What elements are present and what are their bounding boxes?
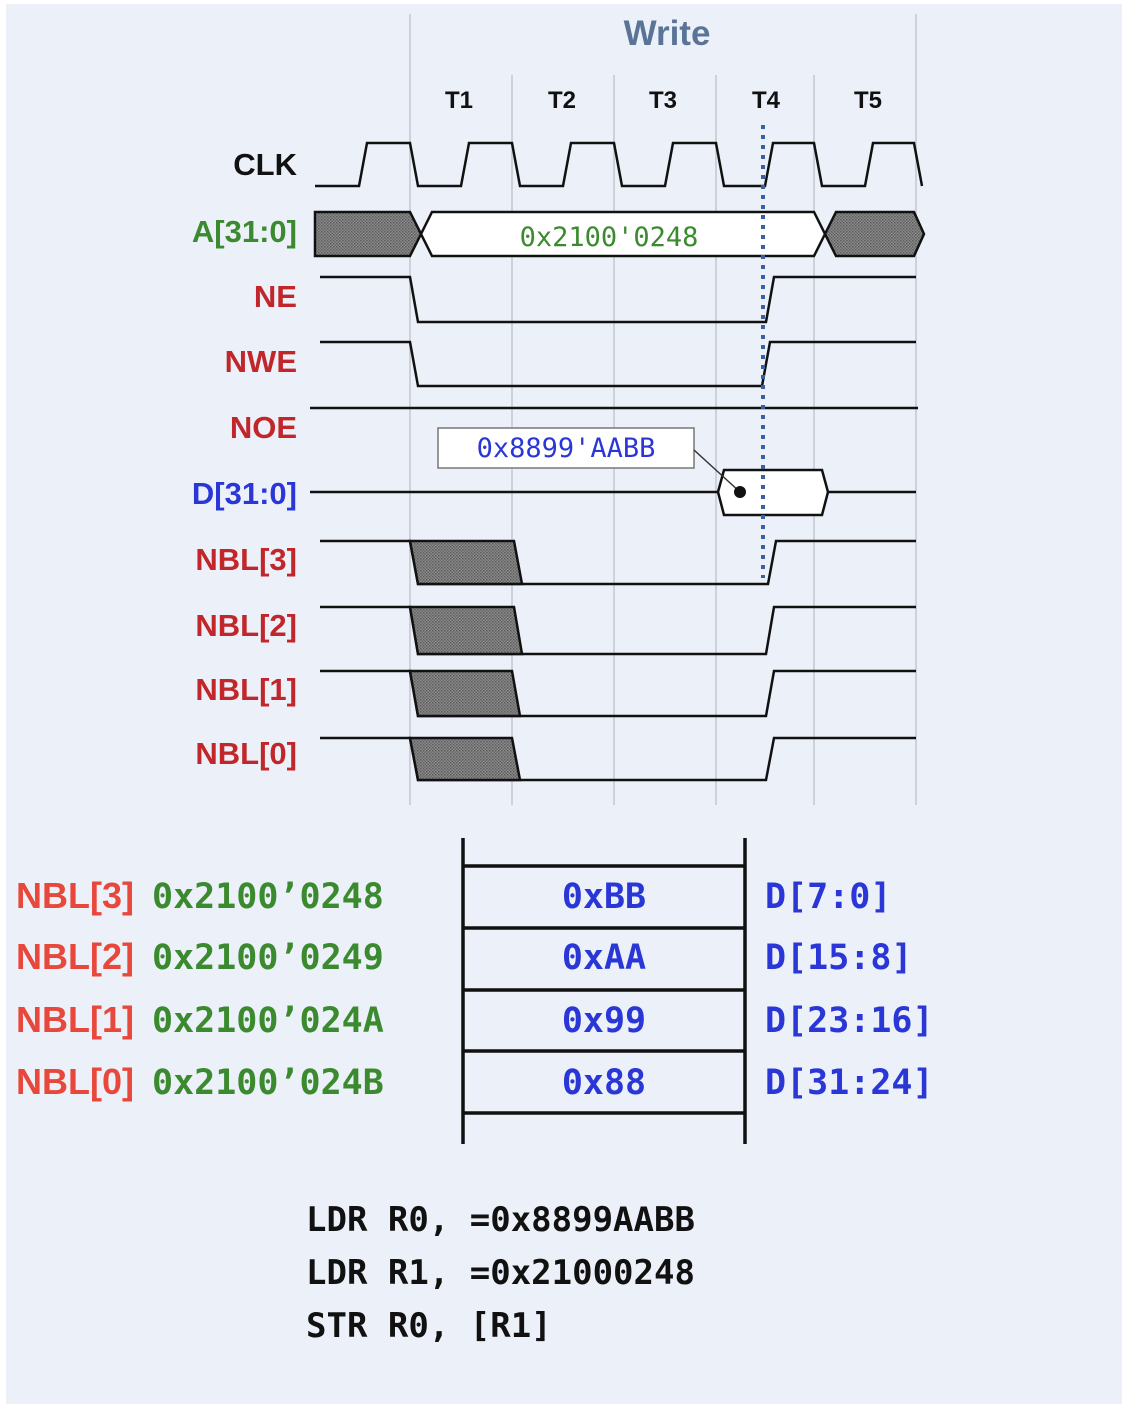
map-row-nbl1-byte: 0x99 — [562, 1001, 646, 1041]
phase-label-t5: T5 — [854, 87, 882, 114]
memory-map-rows: NBL[3] 0x2100’0248 0xBB D[7:0] NBL[2] 0x… — [16, 875, 934, 1103]
signal-label-nbl1: NBL[1] — [195, 672, 297, 707]
map-row-nbl3-address: 0x2100’0248 — [152, 877, 384, 917]
map-row-nbl2-label: NBL[2] — [16, 936, 134, 977]
write-phase-title: Write — [624, 14, 711, 53]
map-row-nbl0-bits: D[31:24] — [765, 1063, 934, 1103]
data-callout-value: 0x8899'AABB — [477, 433, 656, 464]
nbl3-waveform — [320, 539, 916, 586]
signal-label-nbl3: NBL[3] — [195, 542, 297, 577]
address-invalid-before — [313, 210, 423, 258]
nbl2-waveform — [320, 605, 916, 656]
phase-label-t2: T2 — [548, 87, 576, 114]
signal-label-noe: NOE — [230, 410, 297, 445]
nbl1-transition — [408, 669, 522, 718]
data-callout-leader — [693, 449, 741, 493]
data-callout-dot — [734, 486, 746, 498]
code-line-2: LDR R1, =0x21000248 — [306, 1253, 695, 1293]
map-row-nbl1-bits: D[23:16] — [765, 1001, 934, 1041]
data-callout-box — [437, 427, 695, 469]
nbl2-transition — [408, 605, 524, 656]
ne-waveform — [320, 275, 916, 324]
waveforms — [310, 141, 926, 782]
map-row-nbl2-bits: D[15:8] — [765, 938, 913, 978]
map-row-nbl0-label: NBL[0] — [16, 1061, 134, 1102]
nbl0-transition — [408, 736, 522, 782]
memory-table — [461, 838, 747, 1144]
map-row-nbl2-byte: 0xAA — [562, 938, 646, 978]
address-bus-value: 0x2100'0248 — [520, 222, 699, 253]
signal-label-nwe: NWE — [225, 344, 297, 379]
map-row-nbl0-address: 0x2100’024B — [152, 1063, 384, 1103]
signal-label-ne: NE — [254, 279, 297, 314]
map-row-nbl2-address: 0x2100’0249 — [152, 938, 384, 978]
map-row-nbl1-address: 0x2100’024A — [152, 1001, 384, 1041]
phase-label-t4: T4 — [752, 87, 781, 114]
signal-label-nbl2: NBL[2] — [195, 608, 297, 643]
nbl3-transition — [408, 539, 524, 586]
nbl1-waveform — [320, 669, 916, 718]
signal-labels: CLK A[31:0] NE NWE NOE D[31:0] NBL[3] NB… — [192, 147, 298, 771]
code-line-1: LDR R0, =0x8899AABB — [306, 1200, 695, 1240]
map-row-nbl3-bits: D[7:0] — [765, 877, 891, 917]
phase-label-t1: T1 — [445, 87, 473, 114]
phase-label-t3: T3 — [649, 87, 677, 114]
nbl0-waveform — [320, 736, 916, 782]
signal-label-address: A[31:0] — [192, 214, 297, 249]
clk-waveform — [315, 141, 924, 188]
phase-labels: T1 T2 T3 T4 T5 — [445, 87, 882, 114]
signal-label-nbl0: NBL[0] — [195, 736, 297, 771]
map-row-nbl1-label: NBL[1] — [16, 999, 134, 1040]
map-row-nbl3-label: NBL[3] — [16, 875, 134, 916]
code-block: LDR R0, =0x8899AABB LDR R1, =0x21000248 … — [306, 1200, 695, 1346]
map-row-nbl0-byte: 0x88 — [562, 1063, 646, 1103]
map-row-nbl3-byte: 0xBB — [562, 877, 646, 917]
nwe-waveform — [320, 340, 916, 388]
address-invalid-after — [823, 210, 926, 258]
signal-label-data: D[31:0] — [192, 476, 297, 511]
code-line-3: STR R0, [R1] — [306, 1306, 552, 1346]
signal-label-clk: CLK — [233, 147, 297, 182]
